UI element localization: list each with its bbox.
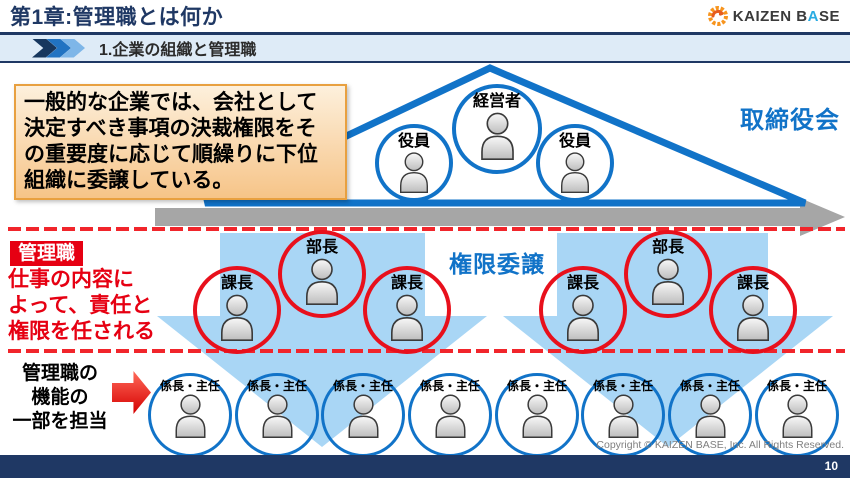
org-node-kacho-1: 課長 (193, 266, 281, 354)
title-underline (0, 32, 850, 35)
person-icon (435, 394, 465, 439)
person-icon (480, 112, 514, 160)
org-node-bucho-2: 部長 (624, 230, 712, 318)
board-of-directors-label: 取締役会 (740, 107, 840, 134)
logo-text-post: SE (818, 7, 840, 25)
title-bar: 第1章:管理職とは何か KAIZEN BASE (0, 0, 850, 32)
org-node-kacho-2: 課長 (363, 266, 451, 354)
org-node-label: 課長 (220, 275, 253, 292)
org-node-label: 部長 (651, 239, 684, 256)
org-node-yakuin-right: 役員 (536, 124, 614, 202)
org-node-bucho-1: 部長 (278, 230, 366, 318)
logo-text: KAIZEN BASE (733, 8, 840, 25)
person-icon (651, 258, 685, 305)
chevron-arrows-icon (32, 38, 85, 58)
org-node-yakuin-left: 役員 (375, 124, 453, 202)
gear-icon (707, 6, 728, 26)
org-node-label: 係長・主任 (419, 379, 480, 393)
page-number: 10 (824, 459, 838, 473)
org-node-kacho-4: 課長 (709, 266, 797, 354)
person-icon (390, 294, 424, 341)
chevron-icon (60, 38, 85, 58)
person-icon (262, 394, 292, 439)
org-node-label: 係長・主任 (592, 379, 653, 393)
person-icon (522, 394, 552, 439)
footer-bar: 10 (0, 455, 850, 478)
person-icon (221, 294, 253, 341)
org-node-label: 係長・主任 (766, 379, 827, 393)
callout-box: 一般的な企業では、会社として 決定すべき事項の決裁権限をそ の重要度に応じて順繰… (14, 84, 347, 200)
logo-text-pre: KAIZEN B (732, 7, 808, 25)
org-node-label: 係長・主任 (679, 379, 740, 393)
org-node-label: 係長・主任 (506, 379, 567, 393)
chevron-icon (46, 38, 71, 58)
kaizen-base-logo: KAIZEN BASE (707, 5, 840, 27)
person-icon (782, 394, 812, 439)
chevron-icon (32, 38, 57, 58)
delegation-label: 権限委譲 (449, 251, 545, 277)
org-node-kakaricho-1: 係長・主任 (148, 373, 232, 457)
gray-divider-arrow (155, 198, 845, 236)
person-icon (175, 394, 205, 439)
management-note: 仕事の内容に よって、責任と 権限を任される (8, 268, 155, 343)
person-icon (400, 151, 428, 193)
person-icon (305, 258, 339, 305)
person-icon (566, 294, 600, 341)
org-node-label: 課長 (736, 275, 769, 292)
org-node-label: 部長 (305, 239, 338, 256)
org-node-label: 経営者 (472, 93, 521, 110)
org-node-keieisha: 経営者 (452, 84, 542, 174)
org-node-label: 課長 (390, 275, 423, 292)
copyright-text: Copyright © KAIZEN BASE, Inc. All Rights… (596, 439, 844, 451)
person-icon (736, 294, 770, 341)
org-node-label: 課長 (566, 275, 599, 292)
org-node-kakaricho-4: 係長・主任 (408, 373, 492, 457)
logo-text-a: A (807, 7, 819, 25)
org-node-label: 係長・主任 (159, 379, 220, 393)
management-function-note: 管理職の 機能の 一部を担当 (12, 363, 108, 432)
org-node-label: 係長・主任 (246, 379, 307, 393)
org-node-kakaricho-3: 係長・主任 (321, 373, 405, 457)
management-badge: 管理職 (10, 241, 84, 266)
person-icon (608, 394, 638, 439)
roof-outline (203, 64, 807, 207)
page-title: 第1章:管理職とは何か (10, 6, 224, 29)
section-title: 1.企業の組織と管理職 (99, 42, 257, 59)
person-icon (695, 394, 725, 439)
org-node-label: 役員 (558, 133, 591, 150)
org-node-kakaricho-5: 係長・主任 (495, 373, 579, 457)
person-icon (348, 394, 378, 439)
org-node-kakaricho-2: 係長・主任 (235, 373, 319, 457)
person-icon (561, 151, 589, 193)
org-node-label: 役員 (397, 133, 430, 150)
org-node-label: 係長・主任 (332, 379, 393, 393)
org-node-kacho-3: 課長 (539, 266, 627, 354)
section-bar: 1.企業の組織と管理職 (0, 35, 850, 63)
